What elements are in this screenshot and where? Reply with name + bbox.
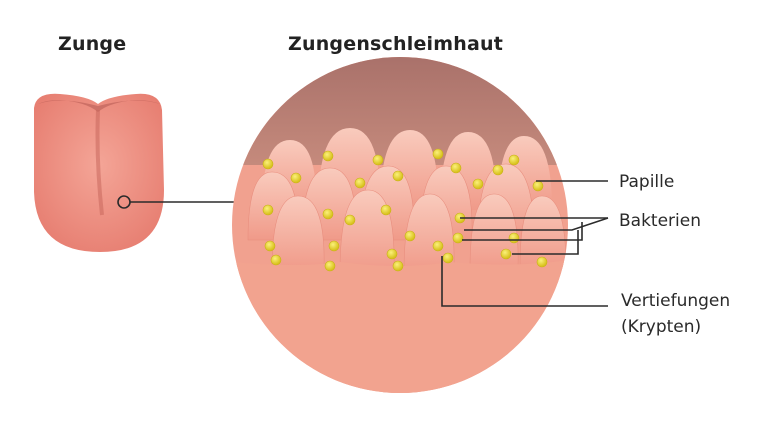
- label-papille: Papille: [619, 172, 675, 192]
- bakterien-leader-3: [462, 222, 583, 241]
- leader-lines: [441, 180, 609, 307]
- bakterien-leader-4: [512, 230, 579, 255]
- tongue-top-shadow: [38, 100, 160, 112]
- tongue-illustration: [34, 93, 164, 253]
- bakterien-leader-2: [464, 217, 609, 231]
- vertiefungen-leader: [441, 256, 608, 307]
- label-vertiefungen-line2: (Krypten): [621, 317, 702, 337]
- tongue-median-groove: [95, 109, 104, 216]
- tongue-title: Zunge: [58, 33, 127, 55]
- mucosa-base-tissue: [232, 260, 568, 393]
- bacteria-cluster: [262, 148, 548, 272]
- mucosa-detail-circle: [232, 57, 568, 393]
- label-vertiefungen-line1: Vertiefungen: [621, 291, 731, 311]
- label-vertiefungen: Vertiefungen (Krypten): [621, 288, 730, 340]
- label-bakterien: Bakterien: [619, 211, 701, 231]
- papillae-front-row: [271, 189, 567, 273]
- mucosa-title: Zungenschleimhaut: [288, 33, 504, 55]
